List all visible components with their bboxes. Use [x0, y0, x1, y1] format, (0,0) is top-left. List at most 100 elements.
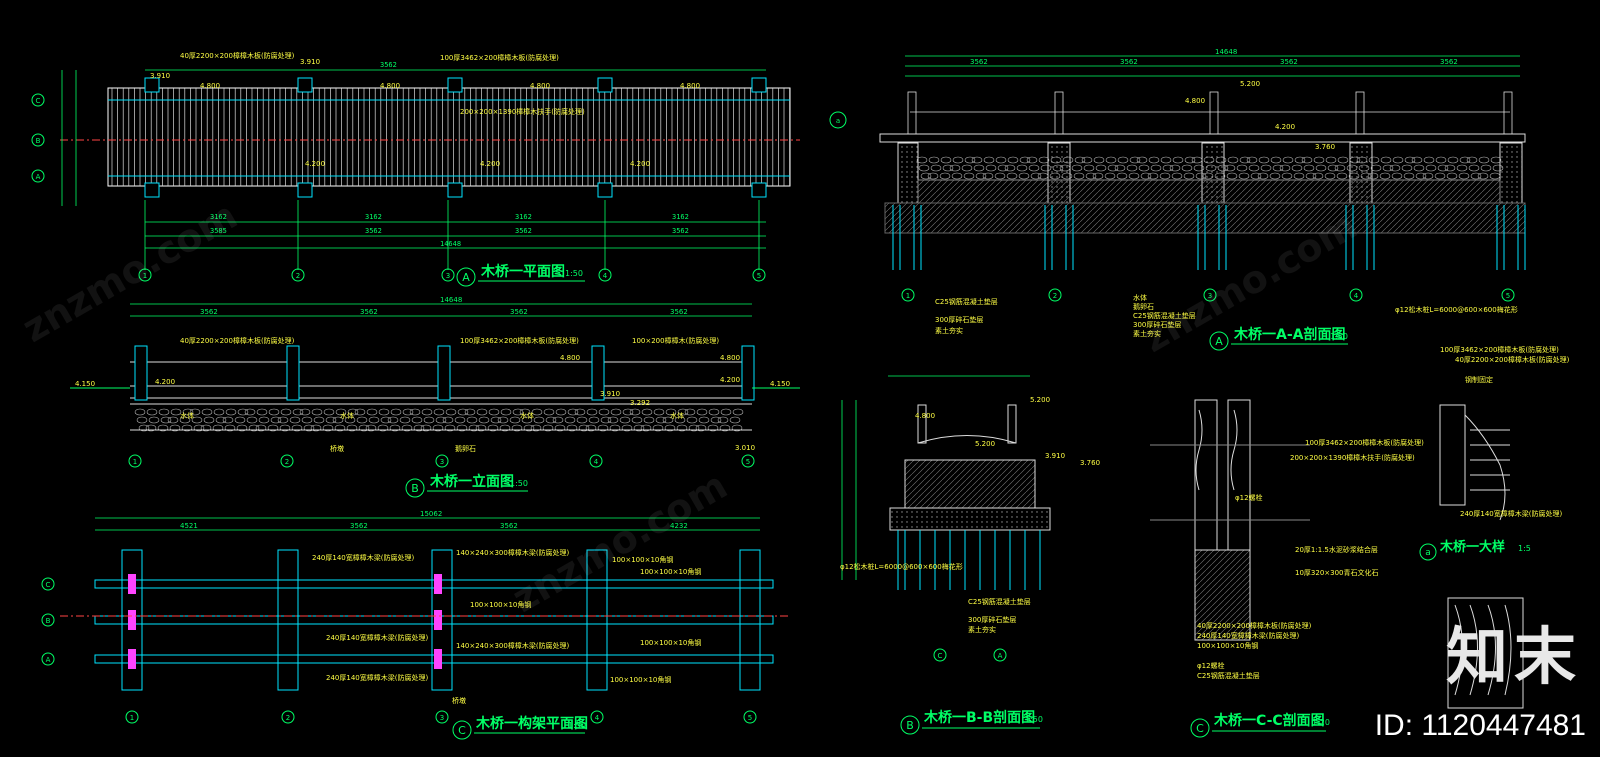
section-bb-view: 4.800 5.200 5.200 3.910 3.760 φ12松木桩L=60…: [840, 375, 1100, 735]
pebble: [1435, 156, 1447, 164]
pebble: [1293, 172, 1305, 180]
cc-note-bolt-2: φ12螺栓: [1197, 661, 1225, 670]
frame-note-beam140-1: 140×240×300樟樟木梁(防腐处理): [456, 548, 570, 557]
pebble: [1116, 172, 1128, 180]
pebble: [531, 408, 543, 416]
frame-note-angle-1: 100×100×10角钢: [612, 555, 673, 564]
pebble: [1380, 156, 1392, 164]
pebble: [1114, 164, 1126, 172]
pebble: [684, 408, 696, 416]
pebble: [545, 416, 557, 424]
axis-4-frame: 4: [595, 714, 600, 722]
aa-note-water: 水体: [1133, 293, 1147, 302]
pebble: [401, 424, 413, 432]
dim-top-plan: 3562: [380, 61, 397, 69]
pebble: [1226, 172, 1238, 180]
pebble: [1227, 156, 1239, 164]
pebble: [1312, 172, 1324, 180]
pebble: [622, 408, 634, 416]
pebble: [237, 408, 249, 416]
detail-a-note-plank: 40厚2200×200樟樟木板(防腐处理): [1455, 355, 1570, 364]
pebble: [1282, 156, 1294, 164]
elev-water-2: 水体: [340, 411, 354, 420]
pebble: [1095, 164, 1107, 172]
bb-note-gravel: 300厚碎石垫层: [968, 615, 1016, 624]
pebble: [1018, 172, 1030, 180]
pebble: [686, 416, 698, 424]
pebble: [1279, 164, 1291, 172]
pebble: [1169, 164, 1181, 172]
pebble: [224, 424, 236, 432]
axis-3-frame: 3: [440, 714, 444, 722]
pebble: [1379, 172, 1391, 180]
axis-3-elev: 3: [440, 458, 444, 466]
pebble: [234, 416, 246, 424]
pebble: [698, 416, 710, 424]
pebble: [963, 172, 975, 180]
pebble: [1257, 172, 1269, 180]
pebble: [158, 408, 170, 416]
pebble: [322, 424, 334, 432]
pebble: [490, 416, 502, 424]
bb-level-4: 3.910: [1045, 452, 1065, 460]
plan-view: 3162 3162 3162 3162 3585 3562 3562 3562 …: [31, 51, 800, 287]
pebble: [366, 408, 378, 416]
pebble: [1248, 164, 1260, 172]
pebble: [145, 424, 157, 432]
detail-a-view: 100厚3462×200樟樟木板(防腐处理) 40厚2200×200樟樟木板(防…: [1419, 345, 1570, 709]
axis-5-elev: 5: [746, 458, 750, 466]
pebble: [313, 416, 325, 424]
elev-level-7: 3.910: [600, 390, 620, 398]
pebble: [542, 424, 554, 432]
plan-scale: 1:50: [565, 269, 583, 278]
pebble: [1382, 164, 1394, 172]
pebble: [411, 416, 423, 424]
pebble: [354, 408, 366, 416]
pebble: [588, 416, 600, 424]
pebble: [1324, 172, 1336, 180]
pebble: [146, 408, 158, 416]
pebble: [1281, 172, 1293, 180]
elev-title-marker: B: [411, 482, 419, 495]
pebble: [1205, 164, 1217, 172]
pebble: [1437, 164, 1449, 172]
pebble: [203, 416, 215, 424]
dim-inner-3: 3162: [515, 213, 532, 221]
pebble: [258, 416, 270, 424]
pebble: [499, 424, 511, 432]
dim-inner-1: 3162: [210, 213, 227, 221]
section-cc-view: 100厚3462×200樟樟木板(防腐处理) 200×200×1390樟樟木扶手…: [1150, 399, 1424, 738]
pebble: [664, 424, 676, 432]
cc-note-angle: 100×100×10角钢: [1197, 641, 1258, 650]
pebble: [344, 416, 356, 424]
pebble: [1325, 156, 1337, 164]
plan-level-7: 4.200: [305, 160, 325, 168]
pebble: [1215, 156, 1227, 164]
pebble: [332, 416, 344, 424]
plan-level-2: 3.910: [300, 58, 320, 66]
pebble: [629, 408, 641, 416]
pebble: [1202, 172, 1214, 180]
pebble: [1389, 164, 1401, 172]
axis-1-elev: 1: [133, 458, 137, 466]
pebble: [270, 416, 282, 424]
aa-dim-1: 3562: [970, 58, 988, 66]
pebble: [1181, 164, 1193, 172]
pebble: [640, 424, 652, 432]
pebble: [1004, 164, 1016, 172]
cc-note-beam240: 240厚140宽樟樟木梁(防腐处理): [1197, 631, 1299, 640]
plan-note-rail: 200×200×1390樟樟木扶手(防腐处理): [460, 107, 585, 116]
pebble: [1477, 172, 1489, 180]
pebble: [1126, 164, 1138, 172]
pebble: [530, 424, 542, 432]
pebble: [456, 424, 468, 432]
pebble: [1434, 172, 1446, 180]
frame-row-c: C: [46, 581, 51, 589]
section-aa-view: 14648 3562 3562 3562 3562: [829, 48, 1526, 351]
pebble: [708, 408, 720, 416]
aa-dim-2: 3562: [1120, 58, 1138, 66]
pebble: [1195, 172, 1207, 180]
pebble: [1214, 172, 1226, 180]
pebble: [1492, 164, 1504, 172]
pebble: [916, 156, 928, 164]
